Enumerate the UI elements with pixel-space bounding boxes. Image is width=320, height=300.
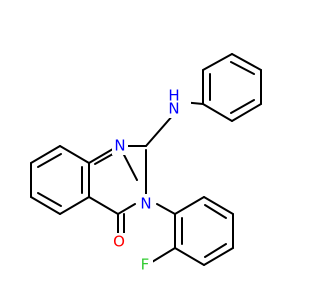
bond xyxy=(156,203,176,215)
atom-h: H xyxy=(168,87,179,105)
atom-f: F xyxy=(141,256,150,274)
pyrimidine-ring xyxy=(88,145,147,215)
atom-label-n1: N xyxy=(112,137,128,155)
bond xyxy=(174,196,205,215)
bond xyxy=(203,196,234,215)
atom-label-n3: N xyxy=(137,194,155,214)
bond xyxy=(230,61,255,75)
bond xyxy=(59,196,90,215)
atom-n1: N xyxy=(114,137,125,155)
bond xyxy=(59,145,90,164)
chemical-structure: H N N N O F xyxy=(30,53,262,274)
bond xyxy=(30,196,61,215)
bond xyxy=(37,192,62,207)
benzo-ring xyxy=(30,145,90,215)
bond xyxy=(202,53,233,71)
atom-n: N xyxy=(168,100,179,118)
atom-label-f: F xyxy=(137,256,153,274)
phenyl-ring-top xyxy=(202,53,262,122)
bond xyxy=(151,247,176,263)
atom-label-nh: H N xyxy=(163,87,191,118)
bond xyxy=(231,103,262,122)
bond xyxy=(203,247,234,266)
fluorophenyl-ring xyxy=(174,196,234,266)
bond xyxy=(230,99,255,114)
bond xyxy=(204,243,227,258)
bond xyxy=(202,103,233,122)
atom-label-o: O xyxy=(111,233,127,253)
bond xyxy=(37,153,62,168)
bond xyxy=(174,247,205,266)
atom-n3: N xyxy=(140,195,151,213)
bond xyxy=(231,53,262,71)
bond xyxy=(145,113,175,147)
structure-canvas: H N N N O F xyxy=(30,53,262,274)
bond xyxy=(204,204,227,219)
bond xyxy=(117,203,136,215)
bond xyxy=(121,150,138,181)
bond xyxy=(30,145,61,164)
bond xyxy=(88,196,119,215)
atom-o: O xyxy=(113,233,125,251)
